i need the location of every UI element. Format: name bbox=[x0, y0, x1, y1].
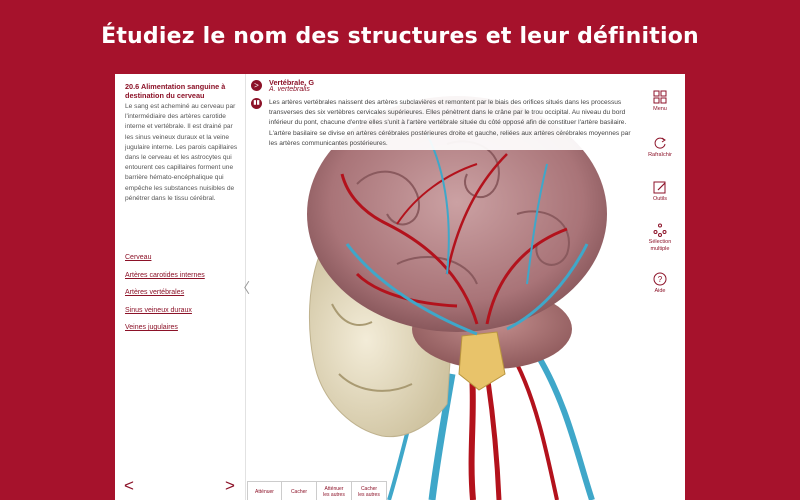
fade-label: Atténuer bbox=[255, 488, 274, 495]
grid-icon bbox=[653, 90, 667, 104]
bottom-action-bar: Atténuer Cacher Atténuer les autres Cach… bbox=[247, 481, 387, 500]
link-sinus-veineux[interactable]: Sinus veineux duraux bbox=[125, 306, 192, 314]
section-title: 20.6 Alimentation sanguine à destination… bbox=[125, 82, 226, 100]
fade-others-label-2: les autres bbox=[323, 491, 345, 498]
section-body: Le sang est acheminé au cerveau par l'in… bbox=[125, 103, 238, 202]
expand-info-button[interactable]: > bbox=[251, 80, 262, 91]
refresh-button[interactable]: Rafraîchir bbox=[635, 136, 685, 159]
structure-info-popup: > ▮▮ Vertébrale, G A. vertebralis Les ar… bbox=[247, 74, 635, 150]
multi-select-icon bbox=[653, 223, 667, 237]
hide-others-button[interactable]: Cacher les autres bbox=[352, 482, 387, 500]
fade-others-button[interactable]: Atténuer les autres bbox=[317, 482, 352, 500]
structure-description: Les artères vertébrales naissent des art… bbox=[269, 99, 631, 147]
right-toolbar: Menu Rafraîchir Outils Sélection bbox=[635, 74, 685, 500]
structure-links: Cerveau Artères carotides internes Artèr… bbox=[125, 254, 205, 342]
refresh-icon bbox=[654, 137, 666, 149]
hide-others-label-1: Cacher bbox=[360, 485, 378, 492]
menu-button[interactable]: Menu bbox=[635, 90, 685, 113]
help-label: Aide bbox=[654, 288, 666, 294]
multi-select-button[interactable]: Sélection multiple bbox=[635, 223, 685, 252]
hide-others-label-2: les autres bbox=[358, 491, 380, 498]
multi-select-label-1: Sélection bbox=[648, 239, 672, 245]
refresh-label: Rafraîchir bbox=[648, 152, 672, 158]
previous-section-button[interactable]: < bbox=[124, 476, 134, 495]
menu-label: Menu bbox=[653, 106, 667, 112]
tools-button[interactable]: Outils bbox=[635, 180, 685, 203]
book-icon[interactable]: ▮▮ bbox=[251, 98, 262, 109]
app-screen: 20.6 Alimentation sanguine à destination… bbox=[115, 74, 685, 500]
link-veines-jugulaires[interactable]: Veines jugulaires bbox=[125, 324, 178, 332]
hide-label: Cacher bbox=[290, 488, 308, 495]
hide-button[interactable]: Cacher bbox=[282, 482, 317, 500]
multi-select-label-2: multiple bbox=[650, 245, 670, 252]
fade-button[interactable]: Atténuer bbox=[247, 482, 282, 500]
link-arteres-vertebrales[interactable]: Artères vertébrales bbox=[125, 289, 185, 297]
link-arteres-carotides[interactable]: Artères carotides internes bbox=[125, 271, 205, 279]
head-model-illustration bbox=[307, 96, 607, 500]
fade-others-label-1: Atténuer bbox=[324, 485, 344, 492]
structure-name: Vertébrale, G bbox=[269, 78, 315, 87]
link-cerveau[interactable]: Cerveau bbox=[125, 254, 152, 261]
help-icon: ? bbox=[653, 272, 667, 286]
left-panel: 20.6 Alimentation sanguine à destination… bbox=[115, 74, 246, 500]
pencil-icon bbox=[653, 181, 666, 194]
banner-title: Étudiez le nom des structures et leur dé… bbox=[101, 23, 699, 49]
tools-label: Outils bbox=[652, 196, 668, 202]
collapse-panel-handle[interactable]: 〈 bbox=[236, 280, 250, 296]
next-section-button[interactable]: > bbox=[225, 476, 235, 495]
help-button[interactable]: ? Aide bbox=[635, 272, 685, 295]
structure-latin-name: A. vertebralis bbox=[269, 86, 310, 93]
svg-text:?: ? bbox=[658, 275, 663, 284]
